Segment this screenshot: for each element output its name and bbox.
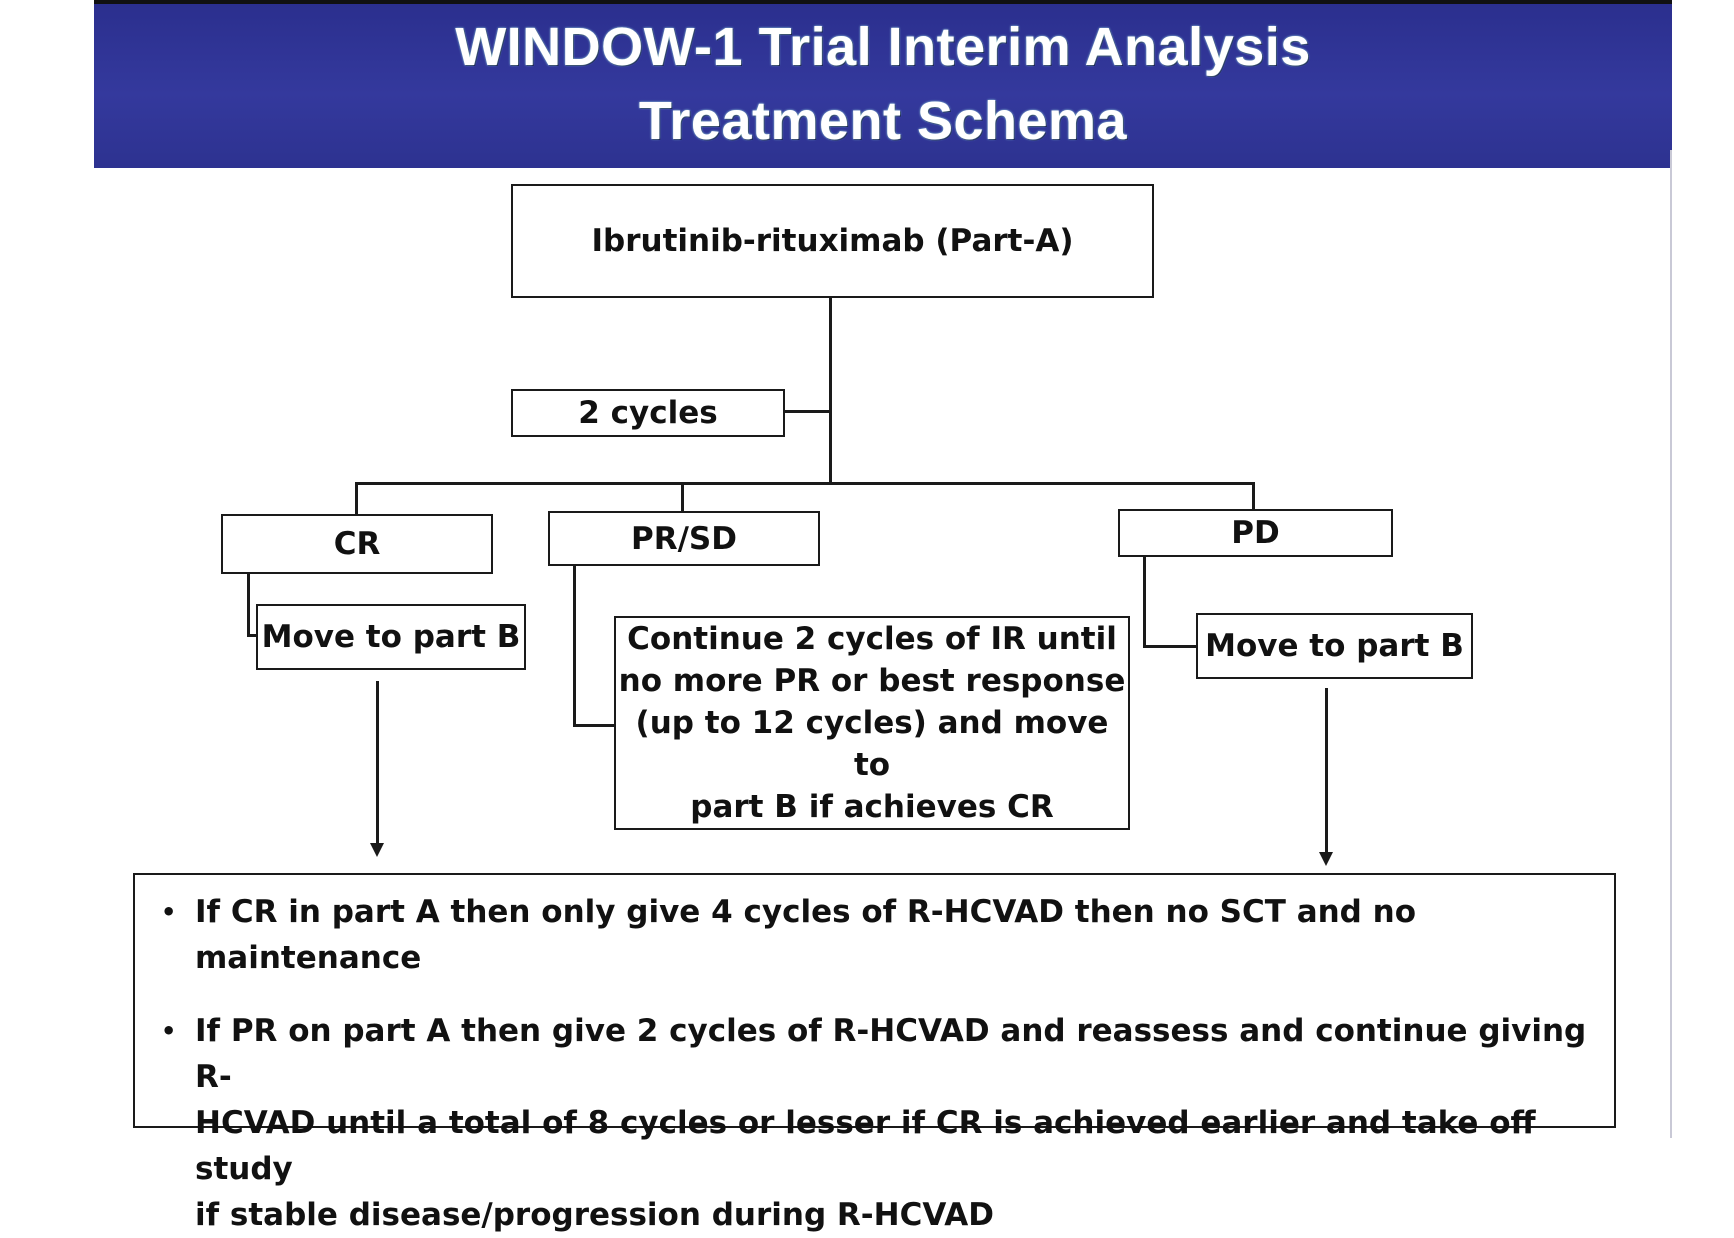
pd-label: PD bbox=[1231, 515, 1280, 551]
title-banner: WINDOW-1 Trial Interim Analysis Treatmen… bbox=[94, 0, 1672, 168]
cr-action-box: Move to part B bbox=[256, 604, 526, 670]
cr-action-label: Move to part B bbox=[261, 619, 521, 655]
prsd-action-box: Continue 2 cycles of IR until no more PR… bbox=[614, 616, 1130, 830]
connector-pd-right bbox=[1143, 645, 1198, 648]
notes-box: • If CR in part A then only give 4 cycle… bbox=[133, 873, 1616, 1233]
connector-branch-horizontal bbox=[355, 482, 1254, 485]
prsd-action-line-3: (up to 12 cycles) and move to bbox=[635, 705, 1109, 783]
slide-title-line-2: Treatment Schema bbox=[638, 91, 1128, 151]
note-pr-line-2: HCVAD until a total of 8 cycles or lesse… bbox=[195, 1105, 1536, 1187]
connector-prsd-down bbox=[573, 565, 576, 726]
connector-root-down bbox=[829, 297, 832, 484]
connector-branch-prsd bbox=[681, 482, 684, 512]
cr-label: CR bbox=[333, 526, 381, 562]
connector-branch-cr bbox=[355, 482, 358, 514]
cr-arrow-shaft bbox=[376, 681, 379, 843]
pd-action-label: Move to part B bbox=[1205, 628, 1464, 664]
connector-branch-pd bbox=[1252, 482, 1255, 509]
connector-cycles bbox=[784, 410, 831, 413]
prsd-label: PR/SD bbox=[631, 520, 737, 557]
pd-arrow-shaft bbox=[1325, 688, 1328, 852]
cr-arrow-head bbox=[370, 843, 384, 857]
connector-prsd-right bbox=[573, 724, 616, 727]
note-item-pr: • If PR on part A then give 2 cycles of … bbox=[155, 1008, 1594, 1238]
connector-cr-down bbox=[247, 573, 250, 636]
prsd-action-line-2: no more PR or best response bbox=[618, 663, 1126, 699]
slide-title-line-1: WINDOW-1 Trial Interim Analysis bbox=[455, 17, 1311, 77]
root-label: Ibrutinib-rituximab (Part-A) bbox=[591, 223, 1074, 259]
note-cr-line-1: If CR in part A then only give 4 cycles … bbox=[195, 894, 1417, 976]
root-box: Ibrutinib-rituximab (Part-A) bbox=[511, 184, 1154, 298]
prsd-box: PR/SD bbox=[548, 511, 820, 566]
note-pr-line-3: if stable disease/progression during R-H… bbox=[195, 1197, 994, 1233]
bullet-marker: • bbox=[161, 898, 177, 926]
connector-cr-right bbox=[247, 634, 258, 637]
cycles-label: 2 cycles bbox=[578, 395, 718, 431]
cr-box: CR bbox=[221, 514, 493, 574]
slide-edge bbox=[1670, 150, 1672, 1138]
note-item-cr: • If CR in part A then only give 4 cycle… bbox=[155, 889, 1594, 981]
connector-pd-down bbox=[1143, 556, 1146, 647]
pd-box: PD bbox=[1118, 509, 1393, 557]
prsd-action-line-1: Continue 2 cycles of IR until bbox=[627, 621, 1117, 657]
note-pr-line-1: If PR on part A then give 2 cycles of R-… bbox=[195, 1013, 1587, 1095]
pd-arrow-head bbox=[1319, 852, 1333, 866]
pd-action-box: Move to part B bbox=[1196, 613, 1473, 679]
cycles-box: 2 cycles bbox=[511, 389, 785, 437]
bullet-marker: • bbox=[161, 1017, 177, 1045]
prsd-action-line-4: part B if achieves CR bbox=[690, 789, 1054, 825]
